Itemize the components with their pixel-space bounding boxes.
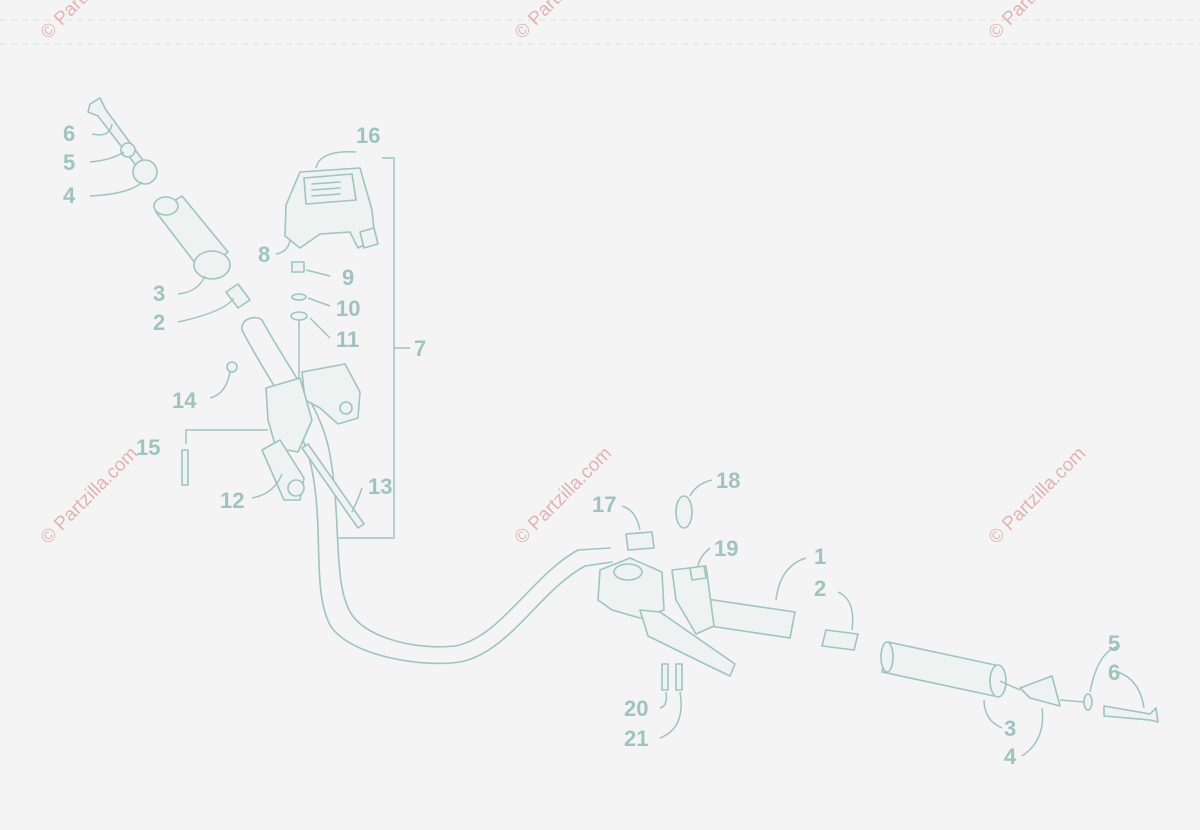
screw-9	[291, 261, 305, 273]
washer-5-left	[120, 142, 136, 158]
brake-lever	[639, 609, 736, 677]
callout-4-left: 4	[63, 183, 76, 208]
end-cap-4-left	[132, 159, 158, 185]
nut-14	[226, 361, 238, 373]
callout-6-left: 6	[63, 121, 75, 146]
callout-15: 15	[136, 435, 160, 460]
callout-10: 10	[336, 296, 360, 321]
callout-17: 17	[592, 492, 616, 517]
washer-5-right	[1083, 693, 1093, 711]
clamp-body	[265, 377, 313, 453]
callout-13: 13	[368, 474, 392, 499]
bolt-13	[301, 443, 365, 529]
callout-2-right: 2	[814, 576, 826, 601]
callout-14: 14	[172, 388, 197, 413]
switch-cover-16	[284, 167, 376, 249]
watermark-6: © Partzilla.com	[985, 443, 1090, 548]
sleeve-2-left	[225, 283, 251, 309]
callout-5-right: 5	[1108, 631, 1120, 656]
callout-1: 1	[814, 544, 826, 569]
callout-21: 21	[624, 726, 648, 751]
right-control-assembly	[597, 495, 736, 691]
callout-11: 11	[336, 327, 359, 352]
callout-9: 9	[342, 265, 354, 290]
bolt-6-right	[1103, 705, 1159, 723]
callout-8: 8	[258, 242, 270, 267]
callout-12: 12	[220, 488, 244, 513]
bolt-15	[181, 449, 189, 486]
callout-6-right: 6	[1108, 660, 1120, 685]
callout-19: 19	[714, 536, 738, 561]
callout-4-right: 4	[1004, 744, 1017, 769]
left-grip-assembly	[87, 97, 251, 309]
washer-11	[290, 311, 308, 321]
watermark-2: © Partzilla.com	[511, 0, 616, 44]
watermark-1: © Partzilla.com	[37, 0, 142, 44]
left-lower-housing	[181, 361, 365, 529]
grip-3-right	[881, 641, 1001, 697]
callout-3-right: 3	[1004, 716, 1016, 741]
background-pattern	[0, 19, 1200, 45]
callout-2-left: 2	[153, 310, 165, 335]
right-grip-assembly	[821, 629, 1159, 723]
ring-18	[675, 495, 693, 529]
callout-5-left: 5	[63, 150, 75, 175]
washer-10	[291, 293, 307, 301]
sleeve-2-right	[821, 629, 859, 651]
watermark-3: © Partzilla.com	[985, 0, 1090, 44]
callout-20: 20	[624, 696, 648, 721]
label-17	[625, 531, 655, 551]
leader-lines	[89, 123, 1145, 757]
left-switch-housing	[284, 167, 379, 249]
callout-3-left: 3	[153, 281, 165, 306]
end-cap-4-right	[1019, 675, 1061, 707]
bolt-20	[661, 663, 669, 691]
bolt-21	[675, 663, 683, 691]
callout-16: 16	[356, 123, 380, 148]
callout-7: 7	[414, 336, 426, 361]
callout-labels: 6 5 4 3 2 16 8 9 10 11 7 14 15 12 13 18 …	[63, 121, 1120, 769]
callout-18: 18	[716, 468, 740, 493]
watermarks: © Partzilla.com © Partzilla.com © Partzi…	[37, 0, 1090, 549]
watermark-4: © Partzilla.com	[37, 443, 142, 548]
